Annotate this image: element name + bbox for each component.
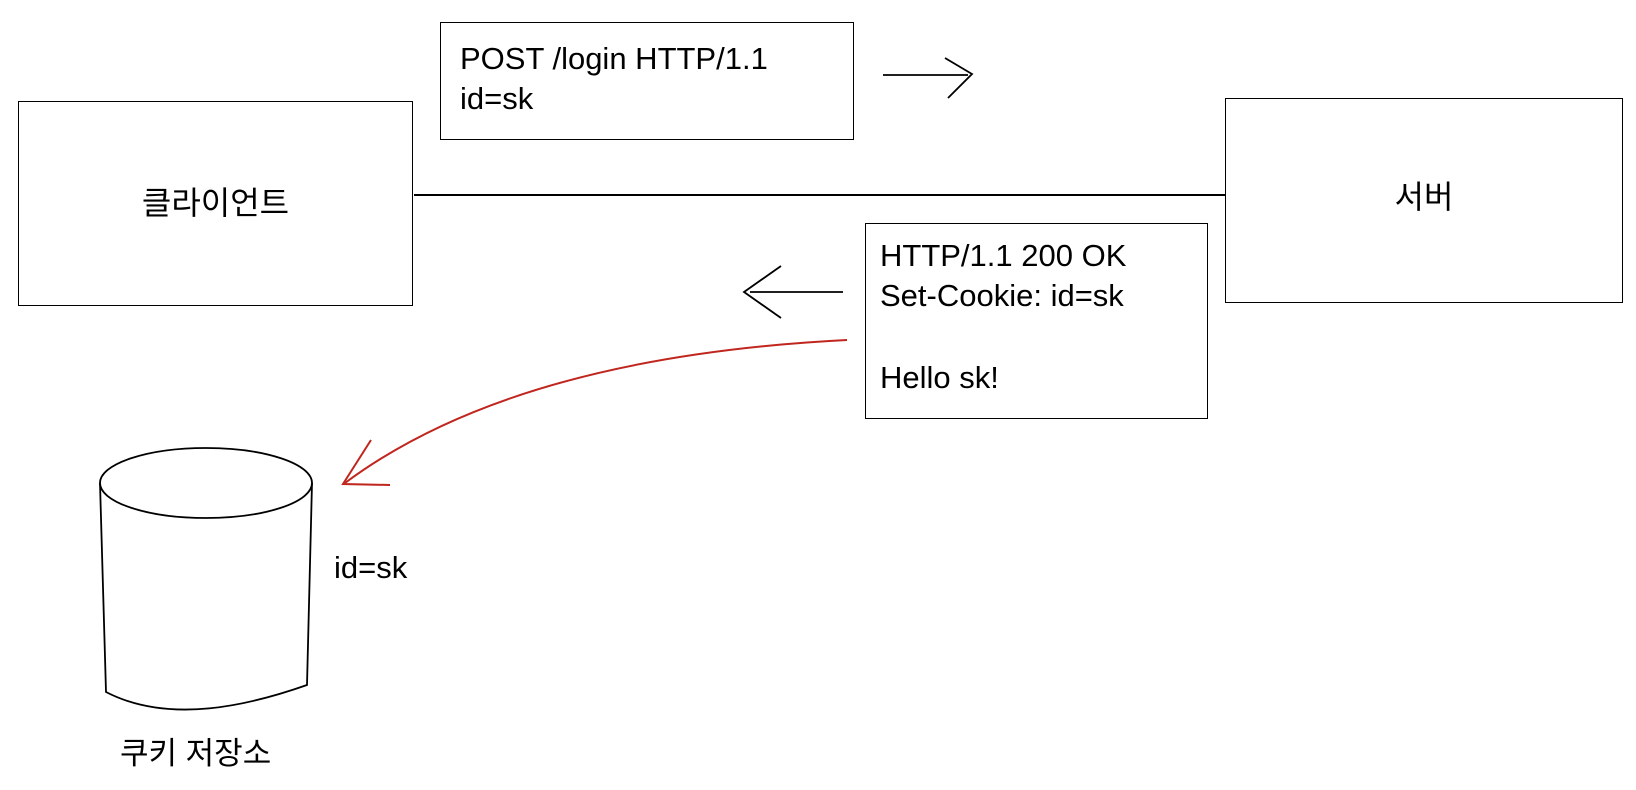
request-line: POST /login HTTP/1.1 bbox=[460, 41, 768, 76]
request-arrow-icon bbox=[883, 57, 974, 99]
server-box: 서버 bbox=[1225, 98, 1623, 303]
client-label: 클라이언트 bbox=[141, 185, 290, 221]
request-message-box: POST /login HTTP/1.1 id=sk bbox=[440, 22, 854, 140]
request-body: id=sk bbox=[460, 81, 534, 116]
set-cookie-header: Set-Cookie: id=sk bbox=[880, 278, 1124, 313]
cookie-store-value: id=sk bbox=[334, 550, 408, 585]
response-message-box: HTTP/1.1 200 OK Set-Cookie: id=sk Hello … bbox=[865, 223, 1208, 419]
cookie-store-cylinder-icon bbox=[99, 447, 313, 711]
server-label: 서버 bbox=[1394, 179, 1454, 215]
response-status-line: HTTP/1.1 200 OK bbox=[880, 238, 1127, 273]
cookie-store-label: 쿠키 저장소 bbox=[120, 736, 272, 771]
response-body: Hello sk! bbox=[880, 360, 999, 395]
response-arrow-icon bbox=[742, 265, 843, 319]
cookie-save-arrow-icon bbox=[341, 339, 848, 486]
client-box: 클라이언트 bbox=[18, 101, 413, 306]
